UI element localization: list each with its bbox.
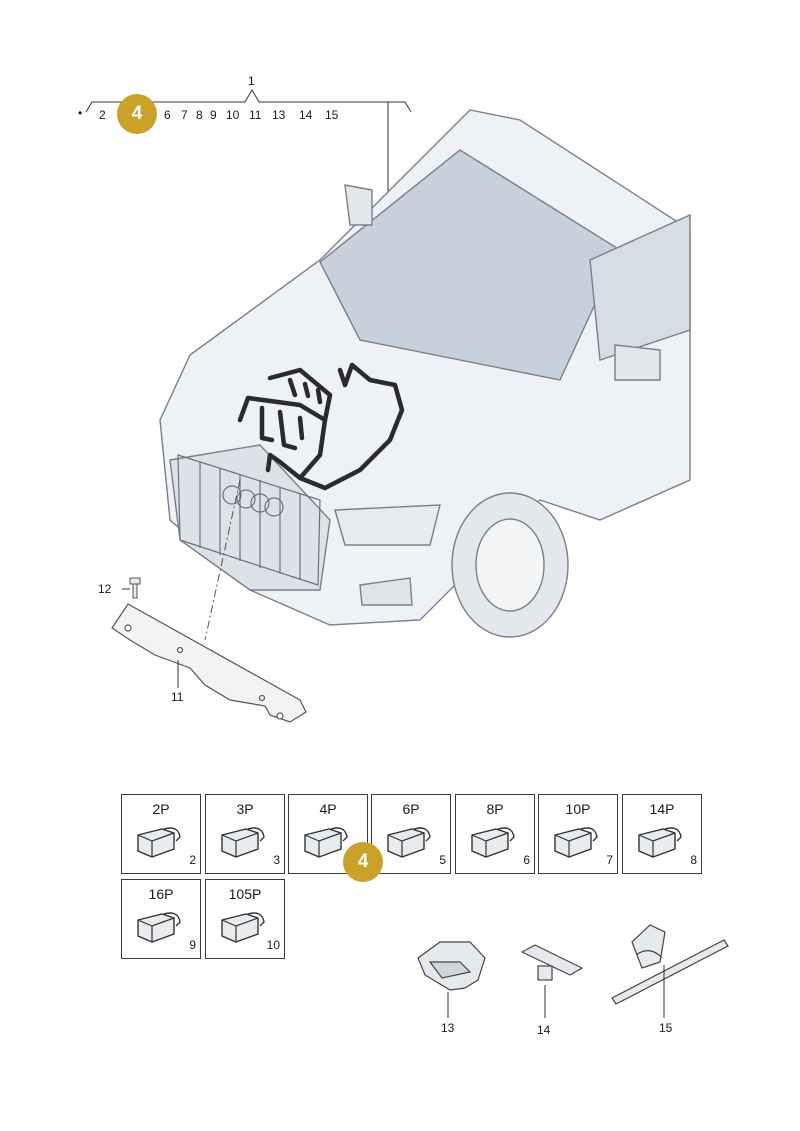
connector-box[interactable]: 8P 6	[455, 794, 535, 874]
item-6[interactable]: 6	[164, 108, 171, 122]
connector-box[interactable]: 2P 2	[121, 794, 201, 874]
callout-bracket[interactable]: 11	[171, 690, 184, 704]
connector-pin-count: 105P	[228, 886, 262, 902]
connector-icon	[221, 912, 265, 943]
connector-box[interactable]: 10P 7	[538, 794, 618, 874]
screw-part	[129, 577, 141, 599]
item-8[interactable]: 8	[196, 108, 203, 122]
item-7[interactable]: 7	[181, 108, 188, 122]
connector-part-number: 6	[523, 853, 530, 867]
clip-icon	[520, 944, 584, 1018]
connector-icon	[137, 912, 181, 943]
grille	[177, 454, 321, 586]
item-13[interactable]: 13	[272, 108, 286, 122]
connector-icon	[387, 827, 431, 858]
wiring-harness	[237, 362, 405, 491]
connector-box[interactable]: 105P 10	[205, 879, 285, 959]
bracket-part	[111, 603, 307, 723]
leader-line	[204, 479, 241, 641]
item-9[interactable]: 9	[210, 108, 217, 122]
connector-part-number: 10	[266, 938, 280, 952]
part-14-label[interactable]: 14	[537, 1023, 551, 1037]
item-2[interactable]: 2	[99, 108, 106, 122]
connector-part-number: 8	[690, 853, 697, 867]
connector-icon	[304, 827, 348, 858]
connector-icon	[638, 827, 682, 858]
connector-part-number: 9	[189, 938, 196, 952]
connector-icon	[554, 827, 598, 858]
item-11[interactable]: 11	[249, 108, 262, 122]
connector-pin-count: 14P	[649, 801, 675, 817]
holder-icon	[417, 941, 486, 1018]
item-10[interactable]: 10	[226, 108, 240, 122]
bullet: •	[78, 106, 83, 120]
connector-part-number: 7	[606, 853, 613, 867]
connector-pin-count: 10P	[565, 801, 591, 817]
highlight-badge-grid[interactable]: 4	[343, 842, 383, 882]
connector-part-number: 5	[439, 853, 446, 867]
connector-icon	[137, 827, 181, 858]
item-14[interactable]: 14	[299, 108, 313, 122]
group-label: 1	[248, 74, 255, 88]
item-15[interactable]: 15	[325, 108, 339, 122]
connector-part-number: 3	[273, 853, 280, 867]
connector-pin-count: 3P	[236, 801, 254, 817]
cable-tie-icon	[611, 924, 729, 1018]
connector-part-number: 2	[189, 853, 196, 867]
connector-pin-count: 8P	[486, 801, 504, 817]
connector-pin-count: 16P	[148, 886, 174, 902]
connector-pin-count: 4P	[319, 801, 337, 817]
callout-screw[interactable]: 12	[98, 582, 112, 596]
connector-box[interactable]: 3P 3	[205, 794, 285, 874]
connector-pin-count: 6P	[402, 801, 420, 817]
highlight-badge-top[interactable]: 4	[117, 94, 157, 134]
part-15-label[interactable]: 15	[659, 1021, 673, 1035]
car-illustration	[159, 109, 691, 638]
connector-box[interactable]: 6P 5	[371, 794, 451, 874]
connector-icon	[221, 827, 265, 858]
connector-icon	[471, 827, 515, 858]
part-13-label[interactable]: 13	[441, 1021, 455, 1035]
connector-box[interactable]: 14P 8	[622, 794, 702, 874]
connector-pin-count: 2P	[152, 801, 170, 817]
connector-box[interactable]: 16P 9	[121, 879, 201, 959]
